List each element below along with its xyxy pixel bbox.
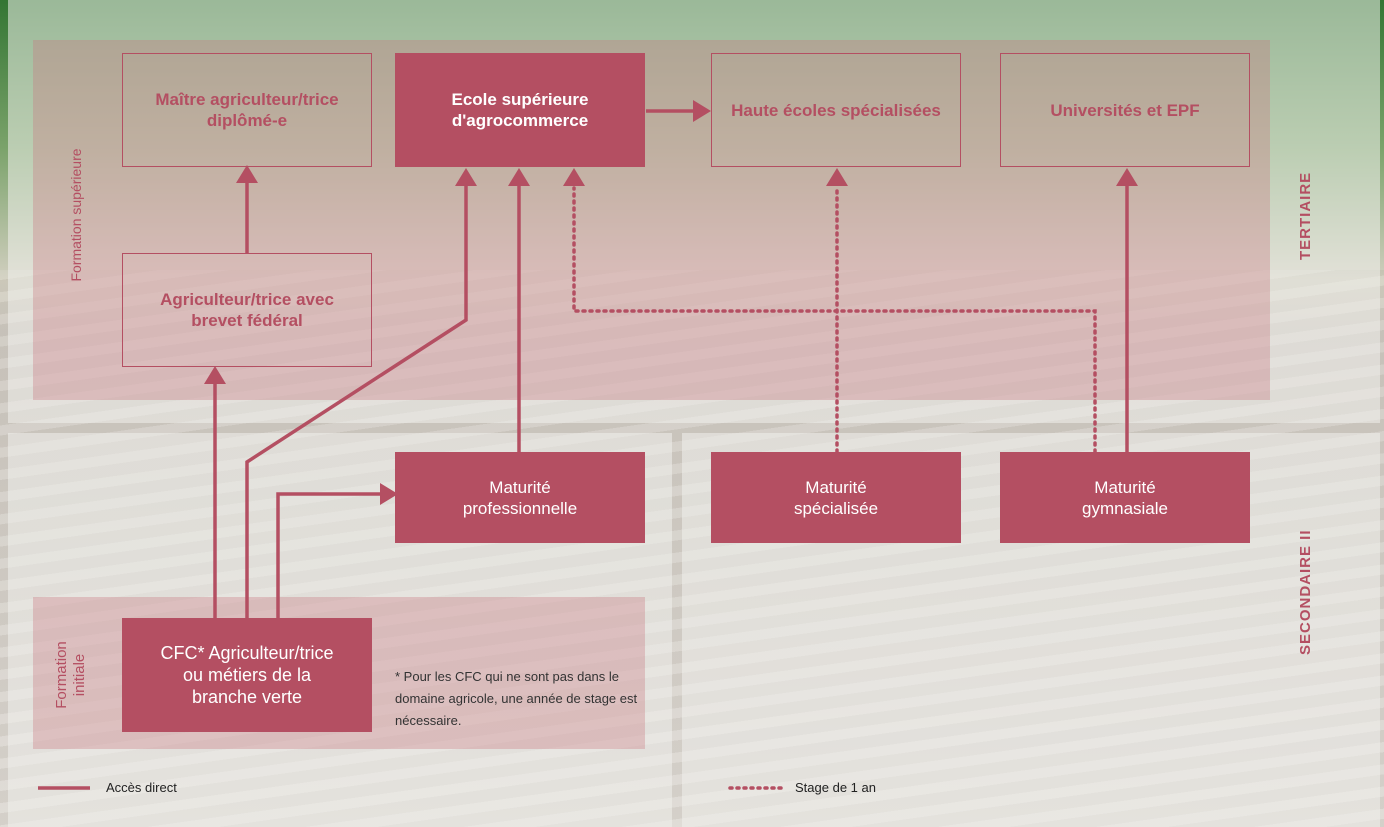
box-maitre-agriculteur: Maître agriculteur/trice diplômé-e <box>122 53 372 167</box>
tertiary-panel <box>8 0 1380 423</box>
box-cfc-label: CFC* Agriculteur/trice ou métiers de la … <box>160 643 334 707</box>
box-univ-label: Universités et EPF <box>1050 100 1200 120</box>
arrowhead <box>508 168 530 186</box>
arrowhead <box>1116 168 1138 186</box>
arrow-cfc-to-ecole <box>245 185 468 618</box>
cfc-footnote: * Pour les CFC qui ne sont pas dans le d… <box>395 669 638 728</box>
box-ecole-superieure: Ecole supérieure d'agrocommerce <box>395 53 645 167</box>
box-maitre-label: Maître agriculteur/trice diplômé-e <box>155 90 339 130</box>
box-haute-label: Haute écoles spécialisées <box>731 100 941 120</box>
legend-stage-label: Stage de 1 an <box>795 780 876 795</box>
arrowhead <box>693 100 711 122</box>
arrowhead <box>380 483 398 505</box>
box-haute-ecoles: Haute écoles spécialisées <box>711 53 961 167</box>
box-brevet-label: Agriculteur/trice avec brevet fédéral <box>160 290 334 330</box>
legend-direct-label: Accès direct <box>106 780 177 795</box>
box-brevet-federal: Agriculteur/trice avec brevet fédéral <box>122 253 372 367</box>
arrowhead <box>563 168 585 186</box>
box-maturite-professionnelle: Maturité professionnelle <box>395 452 645 543</box>
arrowhead <box>826 168 848 186</box>
arrowhead <box>455 168 477 186</box>
box-cfc: CFC* Agriculteur/trice ou métiers de la … <box>122 618 372 732</box>
arrowhead <box>236 165 258 183</box>
box-maturite-specialisee: Maturité spécialisée <box>711 452 961 543</box>
arrow-cfc-to-mat-pro <box>276 492 382 618</box>
arrowhead <box>204 366 226 384</box>
box-ecole-label: Ecole supérieure d'agrocommerce <box>451 90 589 130</box>
box-matpro-label: Maturité professionnelle <box>462 477 578 518</box>
stage-matgym-to-ecole <box>572 186 1097 454</box>
box-matspec-label: Maturité spécialisée <box>793 477 879 518</box>
box-maturite-gymnasiale: Maturité gymnasiale <box>1000 452 1250 543</box>
box-matgym-label: Maturité gymnasiale <box>1082 477 1168 518</box>
box-universites: Universités et EPF <box>1000 53 1250 167</box>
higher-education-band <box>33 40 1270 400</box>
